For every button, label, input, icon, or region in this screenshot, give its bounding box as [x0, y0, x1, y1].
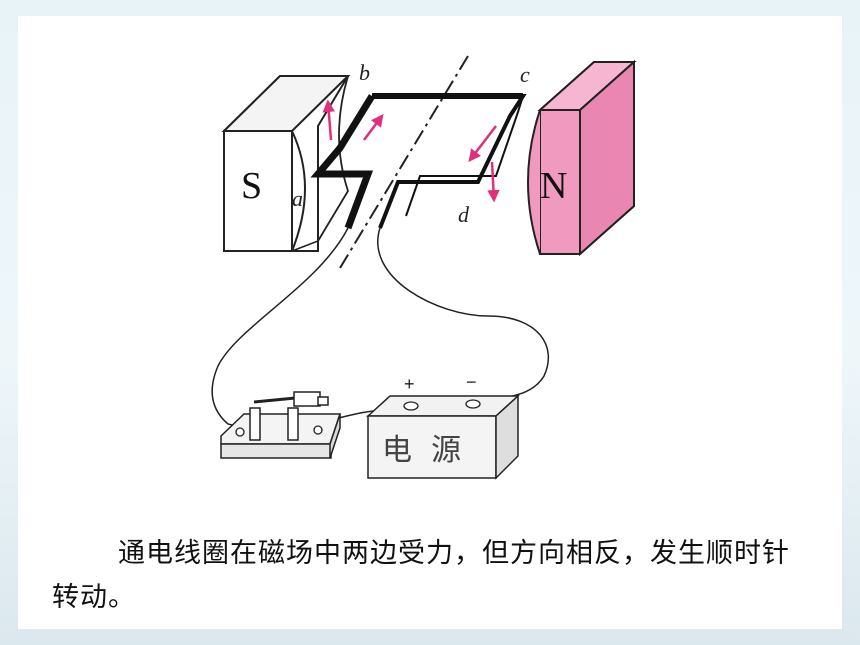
knife-switch: [220, 391, 342, 459]
battery: + − 电 源: [366, 372, 520, 480]
label-a: a: [292, 186, 303, 211]
current-arrow-ab: [363, 114, 384, 141]
south-pole-label: S: [241, 165, 262, 207]
slide: S N b c a d: [18, 16, 842, 629]
label-d: d: [458, 202, 470, 227]
battery-minus-label: −: [466, 372, 477, 392]
north-pole-label: N: [540, 165, 567, 207]
battery-plus-label: +: [404, 374, 415, 394]
force-arrows: [322, 99, 500, 203]
label-b: b: [359, 60, 370, 85]
coil: [310, 93, 527, 230]
force-arrow-a-up: [322, 99, 336, 141]
rotation-axis: [339, 55, 469, 269]
caption-text: 通电线圈在磁场中两边受力，但方向相反，发生顺时针转动。: [52, 538, 790, 613]
force-arrow-d-down: [487, 161, 500, 203]
north-magnet: N: [527, 59, 637, 257]
battery-label: 电 源: [382, 433, 461, 468]
label-c: c: [520, 62, 530, 87]
south-magnet: S: [221, 75, 351, 252]
current-arrow-cd: [468, 125, 497, 162]
motor-principle-diagram: S N b c a d: [211, 55, 637, 480]
